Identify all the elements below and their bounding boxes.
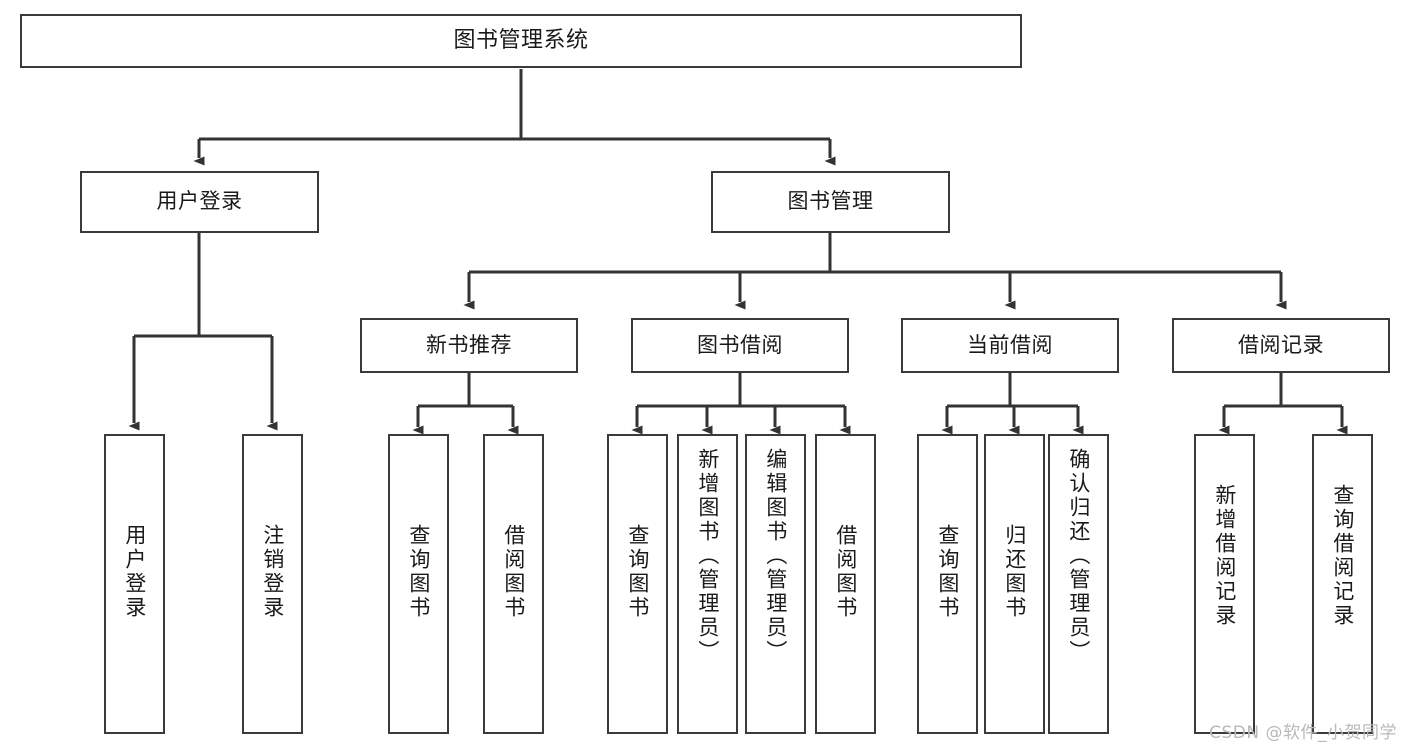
node-label: 注销登录: [260, 524, 285, 620]
node-label: 用户登录: [156, 189, 243, 214]
node-label: 新增借阅记录: [1212, 484, 1237, 628]
node-label: 新书推荐: [426, 332, 512, 357]
node-label: 图书借阅: [697, 332, 783, 357]
node-label: 借阅记录: [1238, 332, 1324, 357]
node-label: 图书管理: [787, 189, 874, 214]
node-borrow-record[interactable]: 借阅记录: [1172, 318, 1390, 373]
node-label: 查询借阅记录: [1330, 484, 1355, 628]
node-label: 归还图书: [1002, 524, 1027, 620]
node-current-borrow[interactable]: 当前借阅: [901, 318, 1119, 373]
leaf-return-book[interactable]: 归还图书: [984, 434, 1045, 734]
node-label: 用户登录: [122, 524, 147, 620]
leaf-borrow-book-recommend[interactable]: 借阅图书: [483, 434, 544, 734]
node-label: 借阅图书: [833, 524, 858, 620]
node-label: 当前借阅: [967, 332, 1053, 357]
node-label: 新增图书（管理员）: [695, 448, 720, 664]
leaf-edit-book-admin[interactable]: 编辑图书（管理员）: [745, 434, 806, 734]
node-label: 编辑图书（管理员）: [763, 448, 788, 664]
leaf-confirm-return-admin[interactable]: 确认归还（管理员）: [1048, 434, 1109, 734]
node-new-book-recommend[interactable]: 新书推荐: [360, 318, 578, 373]
node-label: 查询图书: [406, 524, 431, 620]
node-label: 查询图书: [625, 524, 650, 620]
node-label: 查询图书: [935, 524, 960, 620]
node-book-management[interactable]: 图书管理: [711, 171, 950, 233]
node-label: 确认归还（管理员）: [1066, 448, 1091, 664]
leaf-query-book-borrow[interactable]: 查询图书: [607, 434, 668, 734]
node-label: 借阅图书: [501, 524, 526, 620]
leaf-query-borrow-record[interactable]: 查询借阅记录: [1312, 434, 1373, 734]
node-label: 图书管理系统: [453, 28, 589, 54]
leaf-query-book-recommend[interactable]: 查询图书: [388, 434, 449, 734]
leaf-add-book-admin[interactable]: 新增图书（管理员）: [677, 434, 738, 734]
watermark-text: CSDN @软件_小贺同学: [1209, 723, 1397, 743]
leaf-borrow-book[interactable]: 借阅图书: [815, 434, 876, 734]
node-root-system[interactable]: 图书管理系统: [20, 14, 1022, 68]
leaf-query-book-current[interactable]: 查询图书: [917, 434, 978, 734]
leaf-user-login[interactable]: 用户登录: [104, 434, 165, 734]
leaf-add-borrow-record[interactable]: 新增借阅记录: [1194, 434, 1255, 734]
leaf-logout[interactable]: 注销登录: [242, 434, 303, 734]
node-book-borrow[interactable]: 图书借阅: [631, 318, 849, 373]
node-user-login[interactable]: 用户登录: [80, 171, 319, 233]
